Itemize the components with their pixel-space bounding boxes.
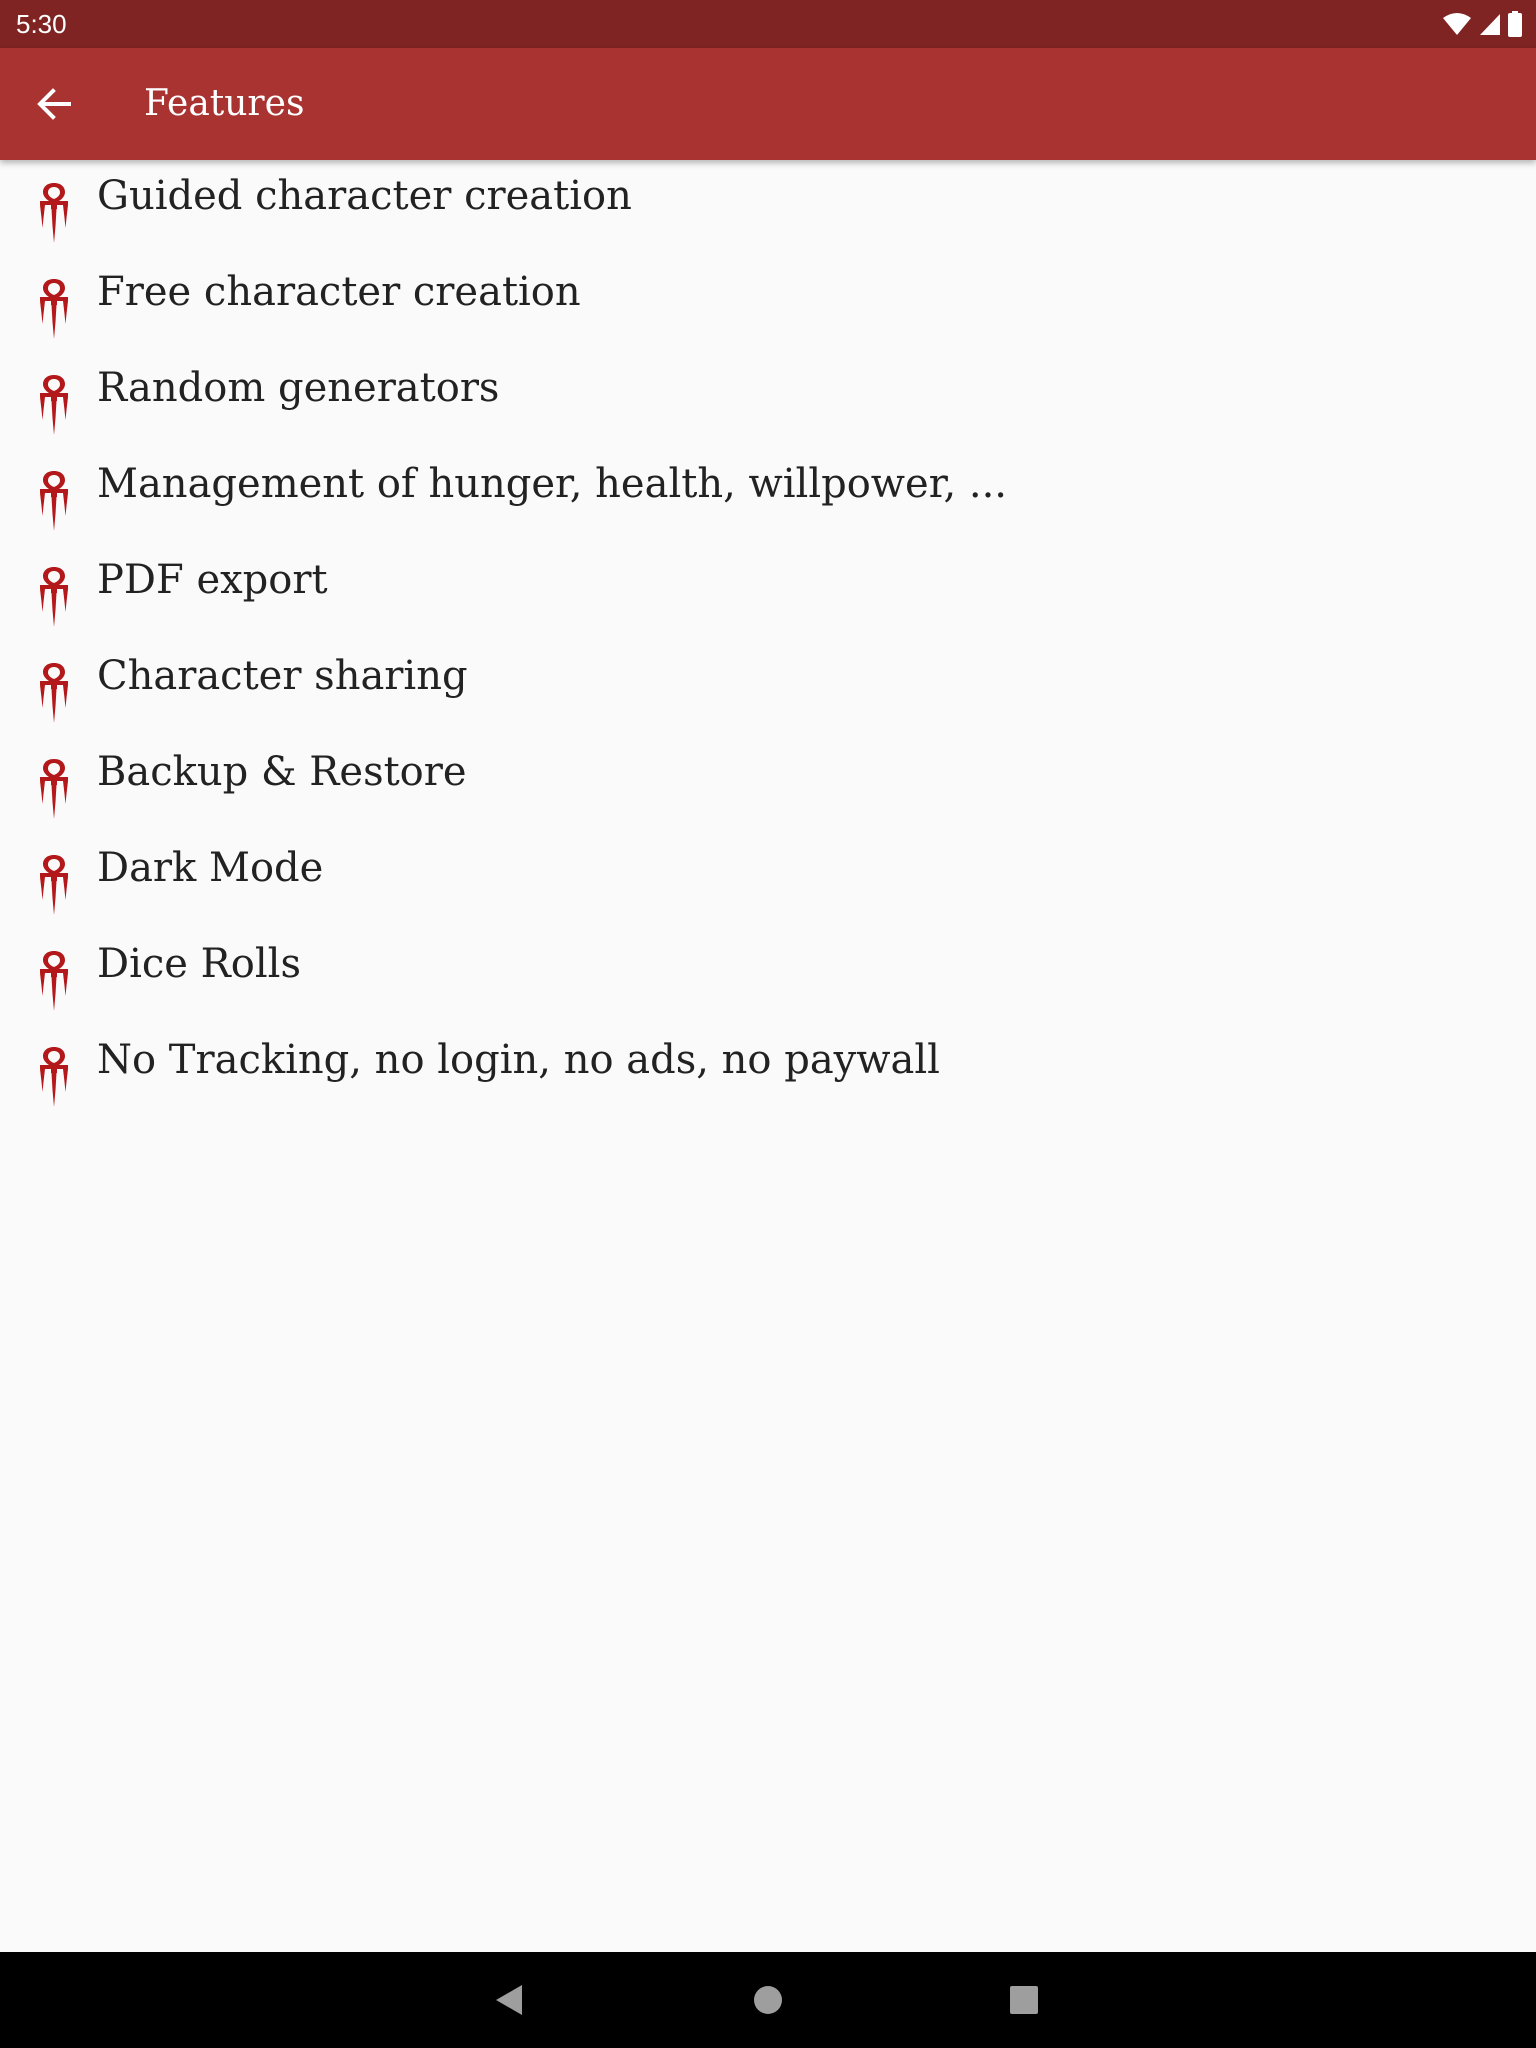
- battery-icon: [1508, 11, 1522, 37]
- feature-label: Backup & Restore: [97, 749, 467, 795]
- ankh-blood-icon: [40, 663, 68, 723]
- status-bar: 5:30: [0, 0, 1536, 48]
- list-item: Backup & Restore: [0, 736, 1536, 832]
- list-item: Dark Mode: [0, 832, 1536, 928]
- list-item: Free character creation: [0, 256, 1536, 352]
- feature-label: No Tracking, no login, no ads, no paywal…: [97, 1037, 940, 1083]
- wifi-icon: [1443, 13, 1471, 35]
- feature-label: Free character creation: [97, 269, 581, 315]
- arrow-left-icon: [37, 88, 71, 120]
- list-item: Management of hunger, health, willpower,…: [0, 448, 1536, 544]
- ankh-blood-icon: [40, 951, 68, 1011]
- feature-label: Guided character creation: [97, 173, 632, 219]
- nav-back-button[interactable]: [485, 1976, 533, 2024]
- feature-list: Guided character creation Free character…: [0, 160, 1536, 1120]
- status-icons: [1442, 10, 1522, 38]
- home-circle-icon: [754, 1986, 782, 2014]
- page-title: Features: [144, 83, 305, 124]
- ankh-blood-icon: [40, 759, 68, 819]
- feature-label: Character sharing: [97, 653, 468, 699]
- feature-label: PDF export: [97, 557, 328, 603]
- feature-label: Management of hunger, health, willpower,…: [97, 461, 1008, 507]
- list-item: Random generators: [0, 352, 1536, 448]
- cellular-signal-icon: [1480, 14, 1500, 35]
- feature-label: Random generators: [97, 365, 500, 411]
- ankh-blood-icon: [40, 567, 68, 627]
- ankh-blood-icon: [40, 375, 68, 435]
- app-bar: Features: [0, 48, 1536, 160]
- list-item: PDF export: [0, 544, 1536, 640]
- ankh-blood-icon: [40, 471, 68, 531]
- list-item: Dice Rolls: [0, 928, 1536, 1024]
- back-triangle-icon: [496, 1985, 522, 2015]
- ankh-blood-icon: [40, 1047, 68, 1107]
- list-item: Character sharing: [0, 640, 1536, 736]
- list-item: No Tracking, no login, no ads, no paywal…: [0, 1024, 1536, 1120]
- ankh-blood-icon: [40, 279, 68, 339]
- feature-label: Dark Mode: [97, 845, 324, 891]
- recents-square-icon: [1010, 1986, 1038, 2014]
- nav-home-button[interactable]: [744, 1976, 792, 2024]
- feature-label: Dice Rolls: [97, 941, 301, 987]
- back-button[interactable]: [24, 74, 84, 134]
- ankh-blood-icon: [40, 183, 68, 243]
- ankh-blood-icon: [40, 855, 68, 915]
- status-time: 5:30: [16, 9, 67, 39]
- list-item: Guided character creation: [0, 160, 1536, 256]
- nav-recents-button[interactable]: [1000, 1976, 1048, 2024]
- system-nav-bar: [0, 1952, 1536, 2048]
